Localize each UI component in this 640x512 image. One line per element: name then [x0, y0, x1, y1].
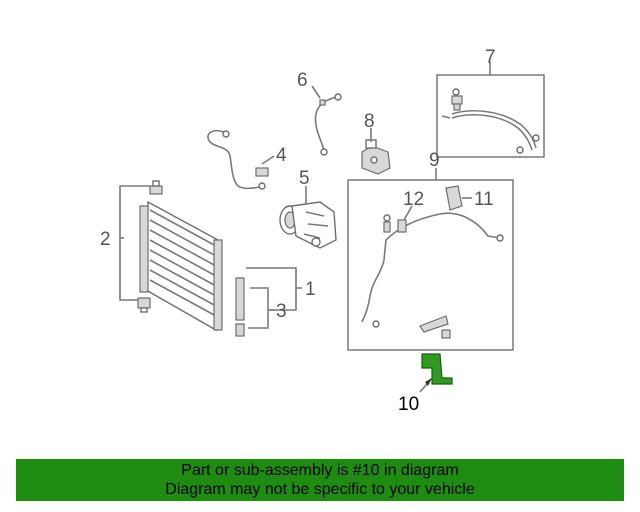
banner-line-2: Diagram may not be specific to your vehi…	[165, 481, 475, 498]
callout-2[interactable]: 2	[100, 229, 111, 250]
callout-6[interactable]: 6	[297, 70, 308, 91]
callout-4[interactable]: 4	[276, 145, 287, 166]
part-7-hose[interactable]	[436, 74, 545, 158]
callout-8[interactable]: 8	[364, 111, 375, 132]
part-3-plug[interactable]	[235, 323, 245, 337]
condenser-assembly[interactable]	[139, 200, 223, 332]
part-5-compressor[interactable]	[279, 201, 337, 249]
part-1-receiver[interactable]	[235, 277, 245, 321]
part-8-valve[interactable]	[361, 139, 391, 175]
callout-5[interactable]: 5	[299, 168, 310, 189]
callout-10[interactable]: 10	[398, 394, 419, 415]
callout-3[interactable]: 3	[276, 301, 287, 322]
part-10-bracket[interactable]	[421, 353, 453, 385]
part-12-fitting[interactable]	[383, 214, 407, 233]
callout-7[interactable]: 7	[485, 47, 496, 68]
part-2-upper-cap[interactable]	[149, 180, 163, 195]
callout-11[interactable]: 11	[474, 189, 494, 210]
part-6-hose[interactable]	[314, 93, 342, 156]
callout-1[interactable]: 1	[305, 279, 316, 300]
part-11-bracket[interactable]	[445, 185, 463, 211]
part-2-lower-cap[interactable]	[137, 297, 151, 313]
callout-9[interactable]: 9	[429, 150, 440, 171]
info-banner: Part or sub-assembly is #10 in diagram D…	[16, 459, 624, 501]
part-4-hose[interactable]	[207, 129, 269, 190]
banner-line-1: Part or sub-assembly is #10 in diagram	[181, 462, 459, 479]
callout-12[interactable]: 12	[403, 189, 424, 210]
